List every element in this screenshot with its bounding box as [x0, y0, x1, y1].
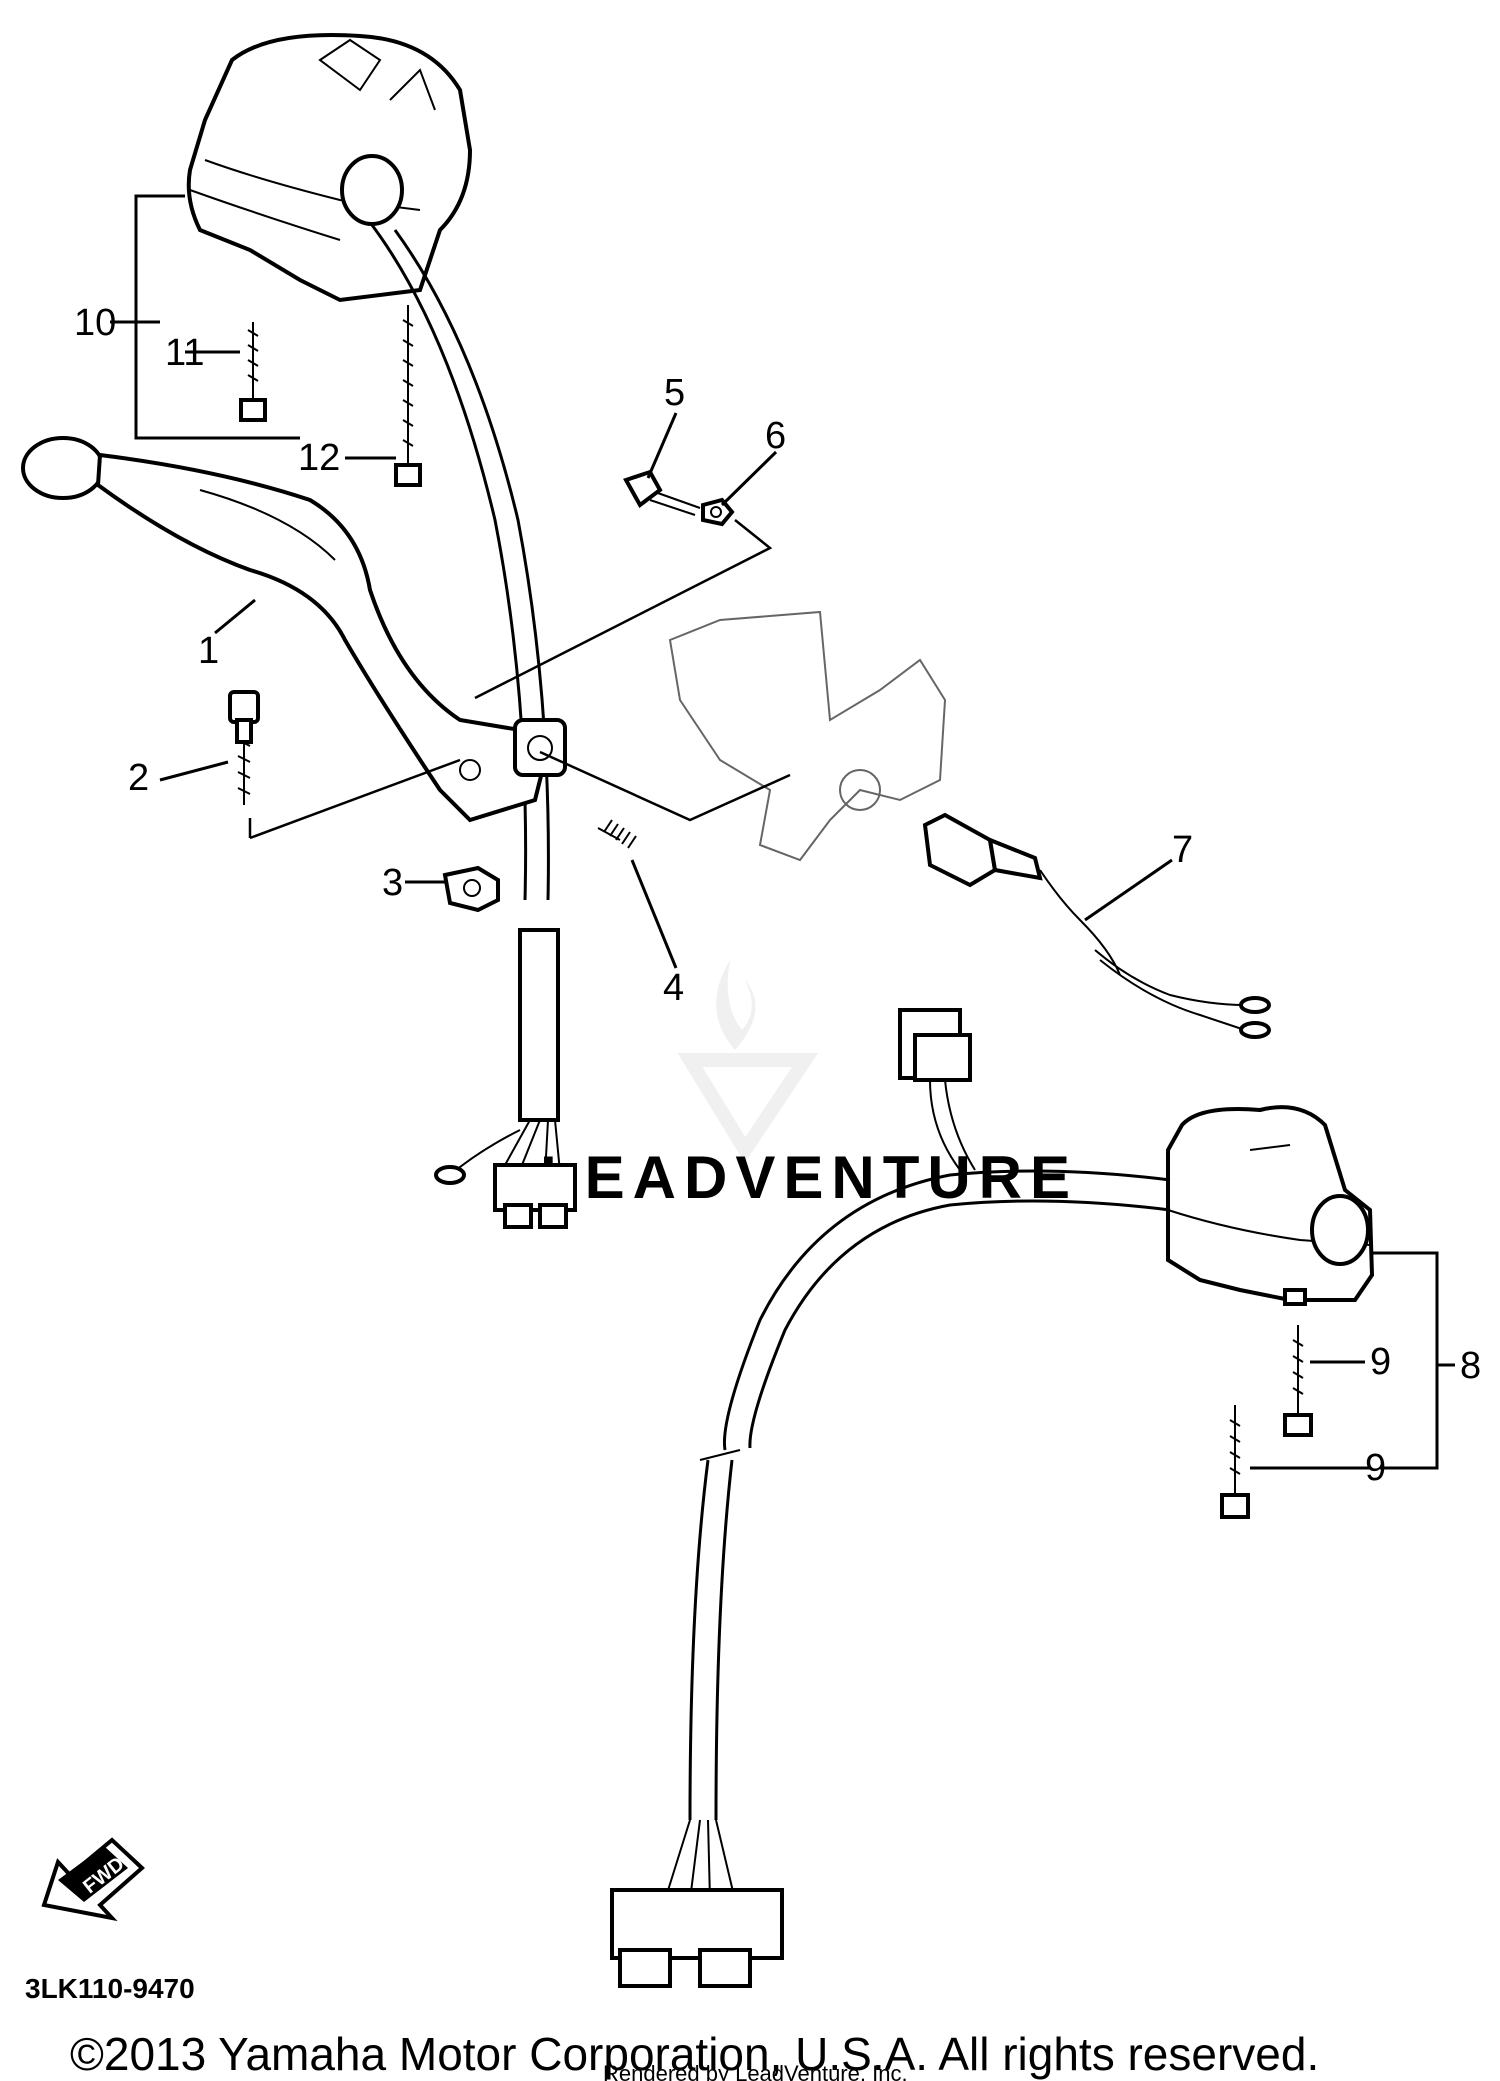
callout-8: 8: [1460, 1345, 1481, 1387]
screw-9-lower: [1220, 1405, 1250, 1519]
left-switch-housing: [186, 33, 473, 303]
callout-5: 5: [664, 372, 685, 414]
callout-1: 1: [198, 630, 219, 672]
right-switch-cable: [722, 1169, 1171, 1451]
callout-12: 12: [298, 437, 340, 479]
pivot-bolt-2: [228, 690, 260, 805]
screw-11: [239, 322, 267, 422]
bracket-10: [134, 194, 300, 440]
bolt-5: [623, 469, 701, 516]
nut-3: [442, 865, 500, 913]
left-switch-connector: [434, 1119, 577, 1229]
screw-9-upper: [1283, 1325, 1313, 1437]
callout-9a: 9: [1370, 1341, 1391, 1383]
callout-3: 3: [382, 862, 403, 904]
callout-10: 10: [74, 302, 116, 344]
watermark-text: LEADVENTURE: [540, 1144, 1078, 1211]
screw-12: [394, 305, 422, 487]
fwd-arrow-icon: FWD: [41, 1837, 145, 1922]
callout-2: 2: [128, 757, 149, 799]
brake-switch-7: [922, 812, 1271, 1039]
master-cylinder-outline: [668, 610, 947, 862]
right-switch-connector-top: [898, 1008, 976, 1171]
rendered-by-credit: Rendered by LeadVenture, Inc.: [603, 2061, 908, 2081]
callout-7: 7: [1172, 829, 1193, 871]
watermark-logo: [677, 960, 819, 1164]
callout-6: 6: [765, 415, 786, 457]
callout-4: 4: [663, 967, 684, 1009]
brake-lever: [21, 436, 567, 823]
diagram-code: 3LK110-9470: [25, 1973, 195, 2004]
nut-6: [701, 497, 735, 527]
right-switch-housing: [1166, 1105, 1375, 1306]
bracket-8: [1370, 1251, 1439, 1470]
spring-4: [597, 819, 637, 849]
callout-9b: 9: [1365, 1447, 1386, 1489]
callout-11: 11: [165, 332, 204, 374]
copyright-notice: ©2013 Yamaha Motor Corporation, U.S.A. A…: [70, 2028, 1319, 2080]
right-switch-connector-bottom: [610, 1819, 784, 1988]
left-cable-sleeve: [518, 928, 560, 1122]
